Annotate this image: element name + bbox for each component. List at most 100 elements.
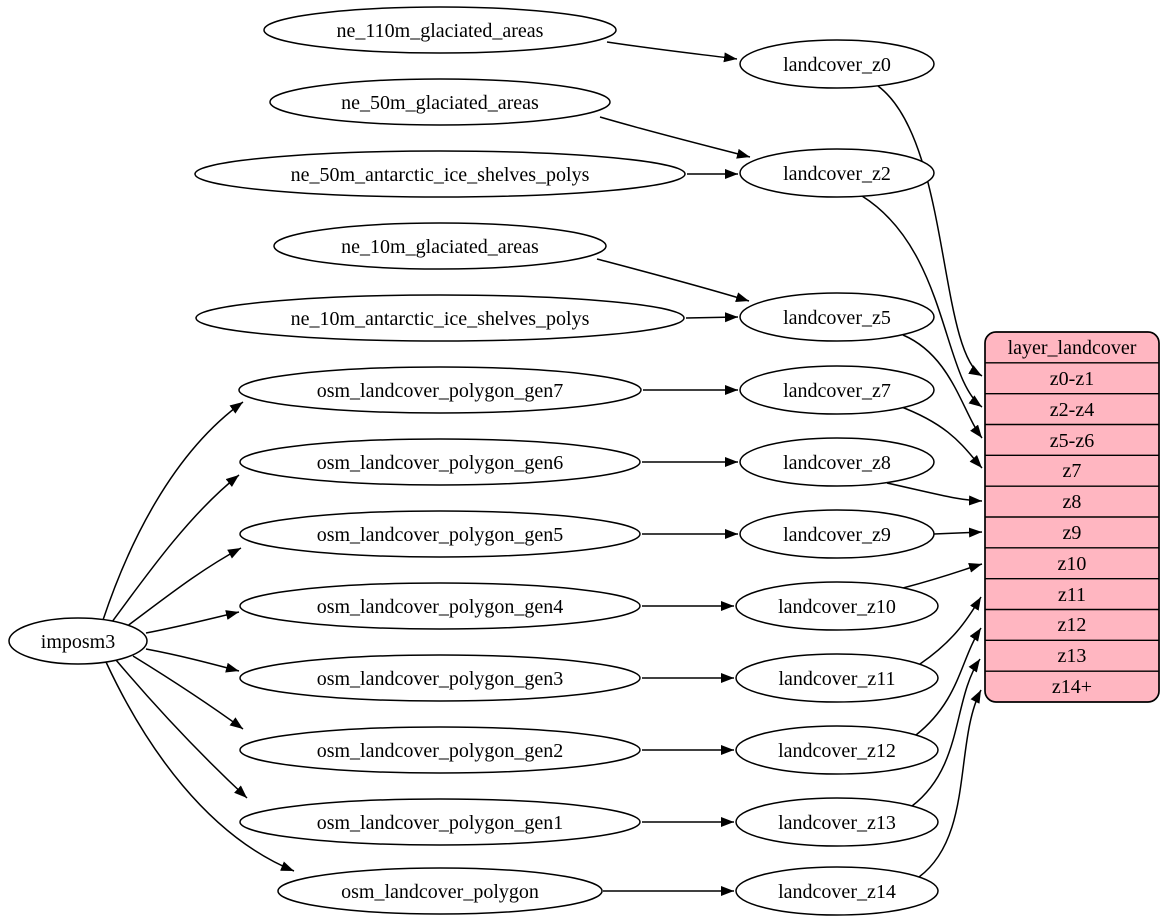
node-landcover-z9: landcover_z9 xyxy=(739,509,935,559)
edge-imposm3-gen3 xyxy=(145,648,240,673)
node-osm-landcover-polygon-gen2: osm_landcover_polygon_gen2 xyxy=(239,726,641,774)
node-shape xyxy=(238,366,642,414)
node-label: osm_landcover_polygon xyxy=(341,881,539,903)
edge-z14-row xyxy=(918,689,982,878)
edge-ne50m-glac-z2 xyxy=(599,116,751,159)
node-shape xyxy=(277,867,603,915)
edge-z10-row xyxy=(902,562,983,589)
table-layer-landcover: layer_landcover z0-z1 z2-z4 z5-z6 z7 z8 … xyxy=(984,331,1160,703)
edge-ne10m-ice-z5 xyxy=(685,312,739,323)
edge-imposm3-gen1 xyxy=(115,659,248,799)
table-row-z9: z9 xyxy=(1063,522,1082,544)
node-shape xyxy=(194,150,686,198)
edge-z5-row xyxy=(902,334,983,439)
table-row-z11: z11 xyxy=(1058,584,1086,606)
node-label: landcover_z7 xyxy=(783,380,891,402)
edge-z9-row xyxy=(933,527,983,538)
node-osm-landcover-polygon-gen5: osm_landcover_polygon_gen5 xyxy=(239,510,641,558)
edge-ne110m-z0 xyxy=(606,41,738,63)
node-landcover-z8: landcover_z8 xyxy=(739,437,935,487)
node-ne-50m-antarctic-ice-shelves-polys: ne_50m_antarctic_ice_shelves_polys xyxy=(194,150,686,198)
edge-imposm3-gen4 xyxy=(145,610,240,634)
edge-z7-row xyxy=(898,405,983,469)
node-landcover-z0: landcover_z0 xyxy=(739,39,935,89)
node-landcover-z13: landcover_z13 xyxy=(735,797,939,847)
edge-group xyxy=(102,41,983,896)
node-osm-landcover-polygon: osm_landcover_polygon xyxy=(277,867,603,915)
edge-z13-row xyxy=(911,658,981,807)
node-shape xyxy=(739,437,935,487)
node-shape xyxy=(239,582,641,630)
node-label: osm_landcover_polygon_gen2 xyxy=(317,740,564,762)
node-osm-landcover-polygon-gen7: osm_landcover_polygon_gen7 xyxy=(238,366,642,414)
edge-imposm3-gen7 xyxy=(102,401,244,621)
table-row-z5-z6: z5-z6 xyxy=(1050,430,1094,452)
node-label: osm_landcover_polygon_gen3 xyxy=(317,668,564,690)
node-label: ne_10m_antarctic_ice_shelves_polys xyxy=(291,308,590,330)
edge-ne10m-glac-z5 xyxy=(596,258,750,302)
node-landcover-z14: landcover_z14 xyxy=(735,866,939,916)
edge-imposm3-poly xyxy=(105,661,295,872)
node-label: landcover_z11 xyxy=(779,668,896,690)
node-shape xyxy=(735,653,939,703)
edge-imposm3-gen5 xyxy=(125,547,242,628)
table-row-z8: z8 xyxy=(1063,491,1082,513)
node-shape xyxy=(735,866,939,916)
node-shape xyxy=(263,6,617,54)
edge-z12-row xyxy=(915,627,982,736)
node-ne-10m-glaciated-areas: ne_10m_glaciated_areas xyxy=(273,222,607,270)
node-shape xyxy=(739,292,935,342)
node-label: landcover_z0 xyxy=(783,54,891,76)
node-label: ne_10m_glaciated_areas xyxy=(341,236,539,258)
node-label: osm_landcover_polygon_gen5 xyxy=(317,524,564,546)
node-shape xyxy=(735,581,939,631)
node-shape xyxy=(739,39,935,89)
node-shape xyxy=(239,798,641,846)
table-row-z14: z14+ xyxy=(1052,676,1092,698)
table-row-z13: z13 xyxy=(1058,645,1087,667)
node-label: ne_110m_glaciated_areas xyxy=(337,20,544,42)
table-row-z7: z7 xyxy=(1063,460,1082,482)
node-shape xyxy=(739,365,935,415)
edge-z0-row xyxy=(877,85,983,377)
node-label: osm_landcover_polygon_gen6 xyxy=(317,452,564,474)
node-shape xyxy=(739,509,935,559)
node-osm-landcover-polygon-gen4: osm_landcover_polygon_gen4 xyxy=(239,582,641,630)
node-landcover-z5: landcover_z5 xyxy=(739,292,935,342)
edge-z11-row xyxy=(919,596,982,665)
node-imposm3: imposm3 xyxy=(8,617,148,665)
node-shape xyxy=(239,726,641,774)
node-ne-50m-glaciated-areas: ne_50m_glaciated_areas xyxy=(269,78,611,126)
node-shape xyxy=(739,148,935,198)
node-landcover-z7: landcover_z7 xyxy=(739,365,935,415)
node-shape xyxy=(735,797,939,847)
node-shape xyxy=(269,78,611,126)
node-osm-landcover-polygon-gen6: osm_landcover_polygon_gen6 xyxy=(239,438,641,486)
node-osm-landcover-polygon-gen3: osm_landcover_polygon_gen3 xyxy=(239,654,641,702)
table-row-z12: z12 xyxy=(1058,614,1087,636)
node-label: osm_landcover_polygon_gen1 xyxy=(317,812,564,834)
node-label: landcover_z5 xyxy=(783,307,891,329)
table-row-z2-z4: z2-z4 xyxy=(1050,399,1094,421)
edge-imposm3-gen2 xyxy=(132,655,244,730)
node-ne-10m-antarctic-ice-shelves-polys: ne_10m_antarctic_ice_shelves_polys xyxy=(195,294,685,342)
node-label: landcover_z9 xyxy=(783,524,891,546)
table-title: layer_landcover xyxy=(1008,337,1137,359)
edge-z8-row xyxy=(886,482,983,506)
node-shape xyxy=(239,438,641,486)
node-landcover-z10: landcover_z10 xyxy=(735,581,939,631)
edge-z2-row xyxy=(861,195,983,408)
node-shape xyxy=(239,654,641,702)
table-row-z10: z10 xyxy=(1058,553,1087,575)
node-label: landcover_z10 xyxy=(778,596,896,618)
node-label: ne_50m_glaciated_areas xyxy=(341,92,539,114)
node-label: osm_landcover_polygon_gen4 xyxy=(317,596,564,618)
table-row-z0-z1: z0-z1 xyxy=(1050,368,1094,390)
node-label: landcover_z13 xyxy=(778,812,896,834)
node-landcover-z2: landcover_z2 xyxy=(739,148,935,198)
edge-imposm3-gen6 xyxy=(111,474,240,623)
node-shape xyxy=(8,617,148,665)
node-shape xyxy=(735,725,939,775)
node-label: ne_50m_antarctic_ice_shelves_polys xyxy=(291,164,590,186)
